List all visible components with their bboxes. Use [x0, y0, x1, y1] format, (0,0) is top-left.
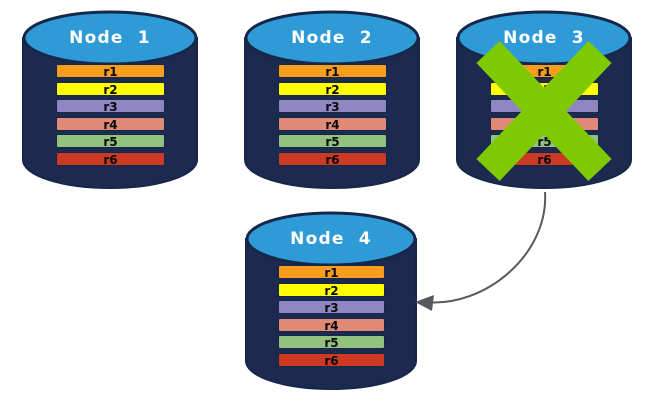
- node-2-row-r3[interactable]: r3: [278, 99, 387, 113]
- node-2-row-r2[interactable]: r2: [278, 82, 387, 96]
- node-3-row-r4[interactable]: r4: [490, 117, 599, 131]
- node-4-row-r4[interactable]: r4: [278, 318, 385, 332]
- node-3-row-r1[interactable]: r1: [490, 64, 599, 78]
- node-2-row-r6[interactable]: r6: [278, 152, 387, 166]
- node-3-row-r2[interactable]: r2: [490, 82, 599, 96]
- node-3-row-r5[interactable]: r5: [490, 134, 599, 148]
- node-1-row-r3[interactable]: r3: [56, 99, 165, 113]
- node-2-row-r5[interactable]: r5: [278, 134, 387, 148]
- node-4-row-r2[interactable]: r2: [278, 283, 385, 297]
- node-2-row-r1[interactable]: r1: [278, 64, 387, 78]
- node-4-row-r1[interactable]: r1: [278, 265, 385, 279]
- node-4-row-r5[interactable]: r5: [278, 335, 385, 349]
- node-1-row-r5[interactable]: r5: [56, 134, 165, 148]
- node-3-row-r3[interactable]: r3: [490, 99, 599, 113]
- node-1-row-r6[interactable]: r6: [56, 152, 165, 166]
- node-1-row-r1[interactable]: r1: [56, 64, 165, 78]
- node-3-row-r6[interactable]: r6: [490, 152, 599, 166]
- node-4-row-r3[interactable]: r3: [278, 300, 385, 314]
- node-4-top-ellipse: [245, 211, 417, 267]
- node-1-row-r2[interactable]: r2: [56, 82, 165, 96]
- node-1-top-ellipse: [22, 10, 198, 66]
- node-3-top-ellipse: [456, 10, 632, 66]
- node-2-row-r4[interactable]: r4: [278, 117, 387, 131]
- node-4-row-r6[interactable]: r6: [278, 353, 385, 367]
- node-1-row-r4[interactable]: r4: [56, 117, 165, 131]
- node-2-top-ellipse: [244, 10, 420, 66]
